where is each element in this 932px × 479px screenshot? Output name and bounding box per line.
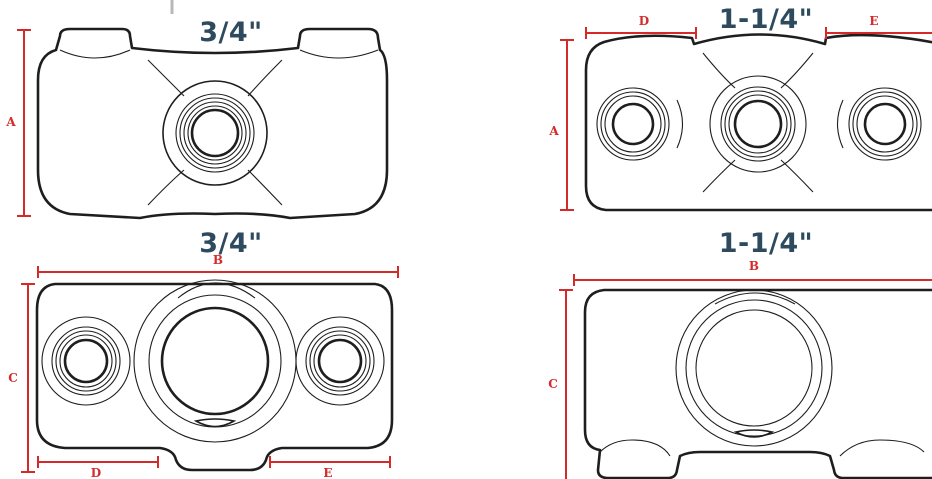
bottom-left-dimension-b (37, 266, 399, 278)
top-left-label-a: A (5, 115, 16, 129)
bottom-left-dimension-e (269, 456, 391, 468)
bottom-left-fitting-side-view (35, 279, 394, 472)
top-right-dimension-a (560, 39, 574, 211)
bottom-right-size-label: 1-1/4" (719, 228, 814, 259)
bottom-right-fitting-outline (583, 288, 932, 479)
top-left-dimension-a (17, 29, 31, 217)
top-right-label-e: E (869, 14, 878, 28)
bottom-left-label-e: E (323, 466, 332, 479)
top-right-fitting-outline (584, 33, 932, 212)
bottom-left-label-b: B (213, 253, 223, 267)
top-right-dimension-e (825, 27, 932, 39)
top-right-size-label: 1-1/4" (719, 4, 814, 35)
bottom-left-size-label: 3/4" (199, 228, 263, 259)
top-right-dimension-d (585, 27, 697, 39)
bottom-right-label-b: B (749, 259, 759, 273)
bottom-left-dimension-d (37, 456, 159, 468)
bottom-right-dimension-b (573, 274, 932, 286)
top-left-fitting-top-view (36, 27, 389, 220)
bottom-right-fitting-side-view (583, 288, 932, 479)
bottom-right-dimension-c (559, 289, 573, 479)
top-right-label-a: A (548, 124, 559, 138)
bottom-left-fitting-outline (35, 282, 394, 472)
bottom-left-label-c: C (8, 371, 18, 385)
top-right-fitting-top-view (584, 33, 932, 212)
bottom-left-label-d: D (91, 466, 101, 479)
top-right-label-d: D (639, 14, 649, 28)
bottom-right-label-c: C (548, 377, 558, 391)
top-left-fitting-outline (36, 27, 389, 220)
top-left-size-label: 3/4" (199, 17, 263, 48)
bottom-left-dimension-c (21, 283, 35, 473)
